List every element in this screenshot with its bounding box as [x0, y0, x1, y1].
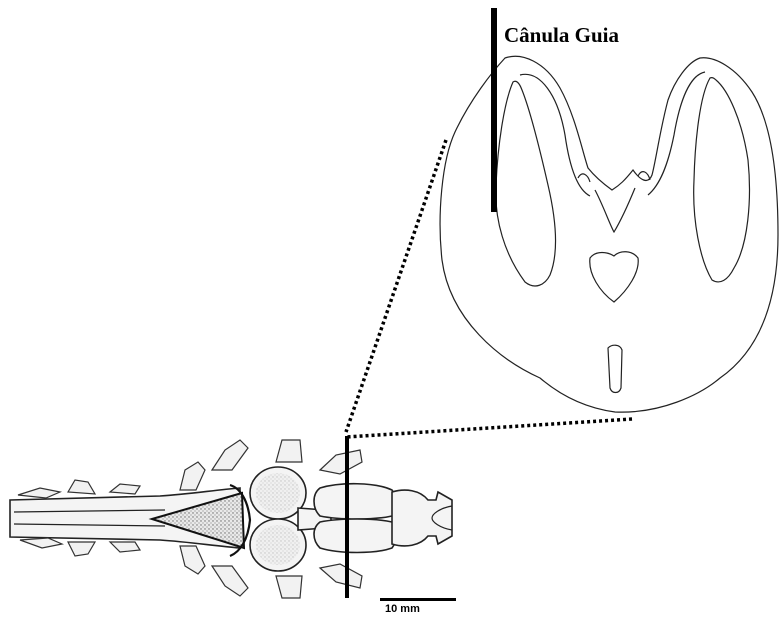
- nerve-root: [180, 462, 205, 490]
- scale-bar-label: 10 mm: [385, 603, 420, 615]
- nerve-root: [276, 576, 302, 598]
- cannula-label: Cânula Guia: [504, 23, 619, 47]
- scale-bar: 10 mm: [380, 598, 456, 615]
- guide-cannula: [491, 8, 497, 212]
- left-cortex-line: [520, 74, 590, 196]
- nerve-root: [180, 546, 205, 574]
- coronal-section: [440, 56, 778, 412]
- section-line: [345, 436, 349, 598]
- nerve-root: [68, 480, 95, 494]
- nerve-root: [212, 440, 248, 470]
- midline-fissure: [595, 188, 635, 232]
- projection-line-upper: [346, 140, 446, 432]
- brain-dorsal-view: [10, 440, 452, 598]
- nerve-root: [20, 538, 62, 548]
- projection-line-lower: [346, 419, 632, 437]
- nerve-root: [110, 542, 140, 552]
- aqueduct: [608, 345, 622, 392]
- hemisphere-right: [314, 519, 397, 553]
- nerve-root: [18, 488, 60, 498]
- optic-lobe-right-shade: [256, 525, 300, 565]
- projection-lines: [346, 140, 632, 437]
- third-ventricle: [590, 252, 638, 302]
- nerve-root: [320, 450, 362, 474]
- nerve-root: [212, 566, 248, 596]
- nerve-root: [320, 564, 362, 588]
- nerve-root: [276, 440, 302, 462]
- nerve-root: [68, 542, 95, 556]
- scale-bar-line: [380, 598, 456, 601]
- nerve-root: [110, 484, 140, 494]
- left-ventricle: [496, 81, 556, 286]
- right-ventricle: [694, 78, 750, 282]
- hemisphere-left: [314, 484, 397, 519]
- optic-lobe-left-shade: [256, 473, 300, 513]
- olfactory-bulbs: [392, 490, 452, 546]
